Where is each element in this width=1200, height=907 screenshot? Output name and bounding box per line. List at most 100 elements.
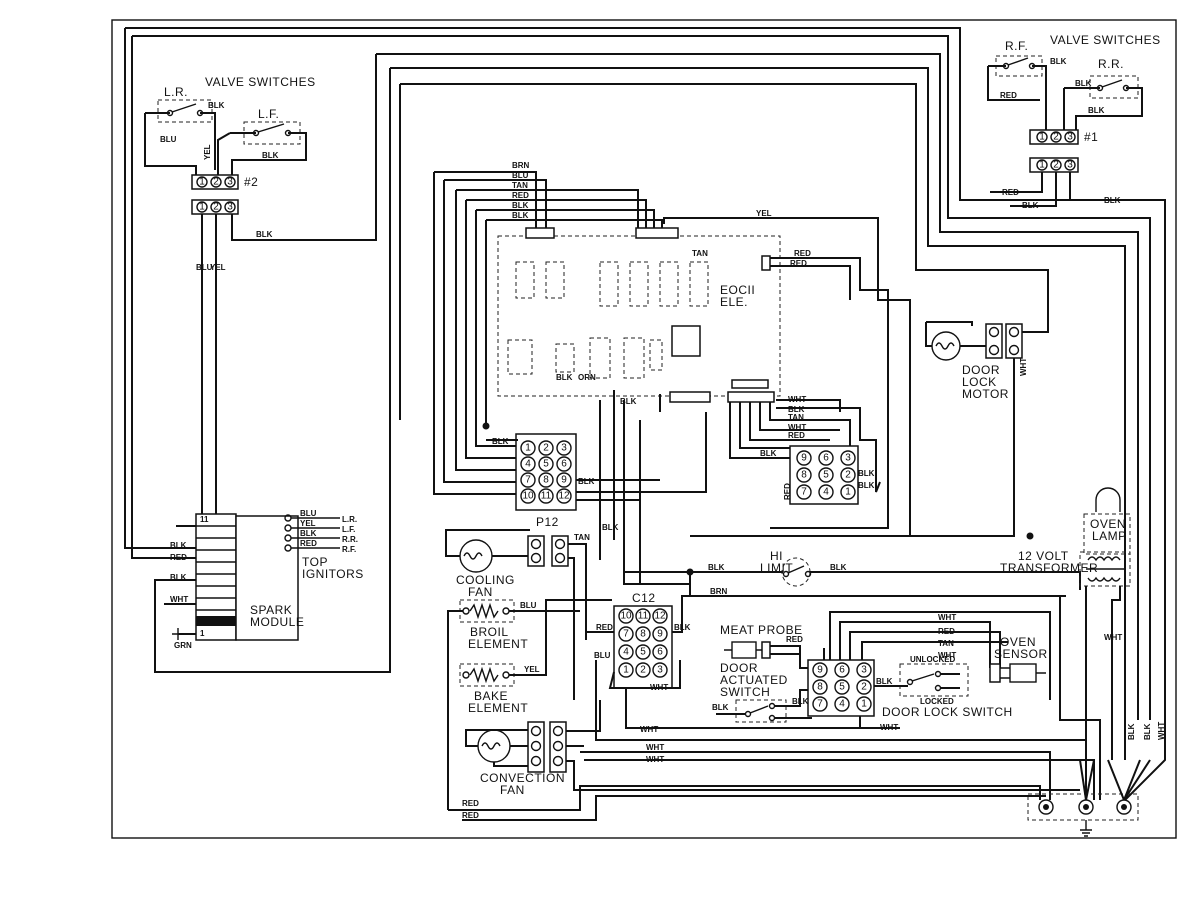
svg-text:BLK: BLK [1088, 106, 1105, 115]
lower-connector-pin-circle [856, 662, 872, 678]
svg-text:BLK: BLK [1104, 196, 1121, 205]
door-lock-switch-box [899, 663, 969, 697]
p12-label: P12 [536, 515, 559, 529]
svg-text:WHT: WHT [938, 613, 956, 622]
svg-text:BLK: BLK [1143, 723, 1152, 740]
c12-pin-label: 3 [657, 665, 663, 676]
rf-switch-label: R.F. [1005, 39, 1028, 53]
c12-pin-label: 12 [654, 611, 666, 622]
svg-text:RED: RED [938, 627, 955, 636]
hi-limit-label-1: HI [770, 549, 783, 563]
door-lock-switch: UNLOCKED LOCKED DOOR LOCK SWITCH BLK WHT… [823, 611, 1051, 732]
eoc-connector-e [727, 391, 775, 403]
svg-text:WHT: WHT [880, 723, 898, 732]
lower-connector-pin-circle [856, 679, 872, 695]
lower-connector-pin-label: 4 [839, 699, 845, 710]
left-valve-switches: VALVE SWITCHES L.R. L.F. BLK BLU YEL BLK… [144, 75, 316, 526]
svg-text:BLK: BLK [792, 697, 809, 706]
c12-pin-circle [618, 626, 634, 642]
p12-pin-circle [520, 472, 536, 488]
convection-fan-plug-b [549, 721, 567, 773]
svg-text:1: 1 [1039, 132, 1045, 143]
upper-connector-pin-label: 5 [823, 470, 829, 481]
door-switch-label-2: ACTUATED [720, 673, 788, 687]
bake-element-label-2: ELEMENT [468, 701, 528, 715]
lower-connector-pin-circle [834, 696, 850, 712]
upper-connector-pin-circle [840, 484, 856, 500]
valve-switches-left-title: VALVE SWITCHES [205, 75, 316, 89]
cooling-fan-label-2: FAN [468, 585, 493, 599]
p12-pin-circle [520, 456, 536, 472]
svg-text:BLK: BLK [512, 201, 529, 210]
lower-connector-pin-circle [812, 679, 828, 695]
c12-pin-label: 9 [657, 629, 663, 640]
p12-pin-label: 5 [543, 459, 549, 470]
convection-fan-label-1: CONVECTION [480, 771, 565, 785]
lower-connector-pin-label: 9 [817, 665, 823, 676]
door-lock-motor-plug-b [1005, 323, 1023, 359]
oven-lamp: OVEN LAMP [1083, 487, 1131, 555]
svg-text:BLK: BLK [170, 573, 187, 582]
c12-pin-label: 10 [620, 611, 632, 622]
c12-pin-label: 5 [640, 647, 646, 658]
svg-text:BLK: BLK [170, 541, 187, 550]
lower-connector-pin-circle [856, 696, 872, 712]
p12-pin-circle [556, 472, 572, 488]
cooling-fan-plug-b [551, 535, 569, 567]
svg-text:RED: RED [1000, 91, 1017, 100]
upper-connector-pin-label: 8 [801, 470, 807, 481]
lower-connector-pin-circle [834, 679, 850, 695]
svg-text:RED: RED [300, 539, 317, 548]
lower-connector-pin-circle [812, 662, 828, 678]
c12-pin-circle [635, 608, 651, 624]
lower-connector-pin-label: 5 [839, 682, 845, 693]
upper-connector-pin-label: 3 [845, 453, 851, 464]
plug-2-label: #2 [244, 175, 258, 189]
svg-text:BLK: BLK [858, 469, 875, 478]
svg-text:RED: RED [462, 799, 479, 808]
svg-text:BLU: BLU [196, 263, 213, 272]
door-lock-motor-plug-a [985, 323, 1003, 359]
svg-text:BLK: BLK [620, 397, 637, 406]
svg-text:WHT: WHT [646, 755, 664, 764]
oven-lamp-box [1083, 513, 1131, 555]
meat-probe: MEAT PROBE RED [720, 623, 812, 669]
c12-pin-circle [618, 644, 634, 660]
meat-probe-jack [731, 641, 757, 659]
svg-text:1: 1 [1039, 160, 1045, 171]
upper-connector-pin-circle [818, 467, 834, 483]
svg-text:RED: RED [512, 191, 529, 200]
svg-text:BRN: BRN [512, 161, 530, 170]
svg-text:WHT: WHT [938, 651, 956, 660]
upper-connector-pin-label: 1 [845, 487, 851, 498]
svg-text:WHT: WHT [1104, 633, 1122, 642]
svg-text:BLK: BLK [300, 529, 317, 538]
door-switch-connector-upper-body [789, 445, 859, 505]
broil-element-label-2: ELEMENT [468, 637, 528, 651]
eoc-control-board: EOCII ELE. BLK ORN BLK TAN [497, 227, 781, 406]
svg-text:3: 3 [1067, 160, 1073, 171]
p12-pin-label: 1 [525, 443, 531, 454]
svg-text:BLU: BLU [594, 651, 611, 660]
lower-connector-pin-circle [812, 696, 828, 712]
cooling-fan-label-1: COOLING [456, 573, 515, 587]
svg-text:YEL: YEL [756, 209, 772, 218]
upper-connector-pin-circle [796, 467, 812, 483]
eoc-connector-b [635, 227, 679, 239]
p12-pin-label: 7 [525, 475, 531, 486]
c12-pin-circle [652, 662, 668, 678]
diagram-frame [111, 19, 1177, 839]
svg-text:BLK: BLK [492, 437, 509, 446]
ele-label: ELE. [720, 295, 748, 309]
svg-text:RED: RED [786, 635, 803, 644]
svg-text:1: 1 [199, 177, 205, 188]
door-lock-motor-label-1: DOOR [962, 363, 1000, 377]
door-lock-switch-label: DOOR LOCK SWITCH [882, 705, 1013, 719]
broil-element-label-1: BROIL [470, 625, 509, 639]
svg-text:2: 2 [1053, 160, 1059, 171]
eoc-connector-a [525, 227, 555, 239]
ignitor-rr: R.R. [342, 535, 358, 544]
svg-text:3: 3 [227, 177, 233, 188]
c12-pin-label: 8 [640, 629, 646, 640]
